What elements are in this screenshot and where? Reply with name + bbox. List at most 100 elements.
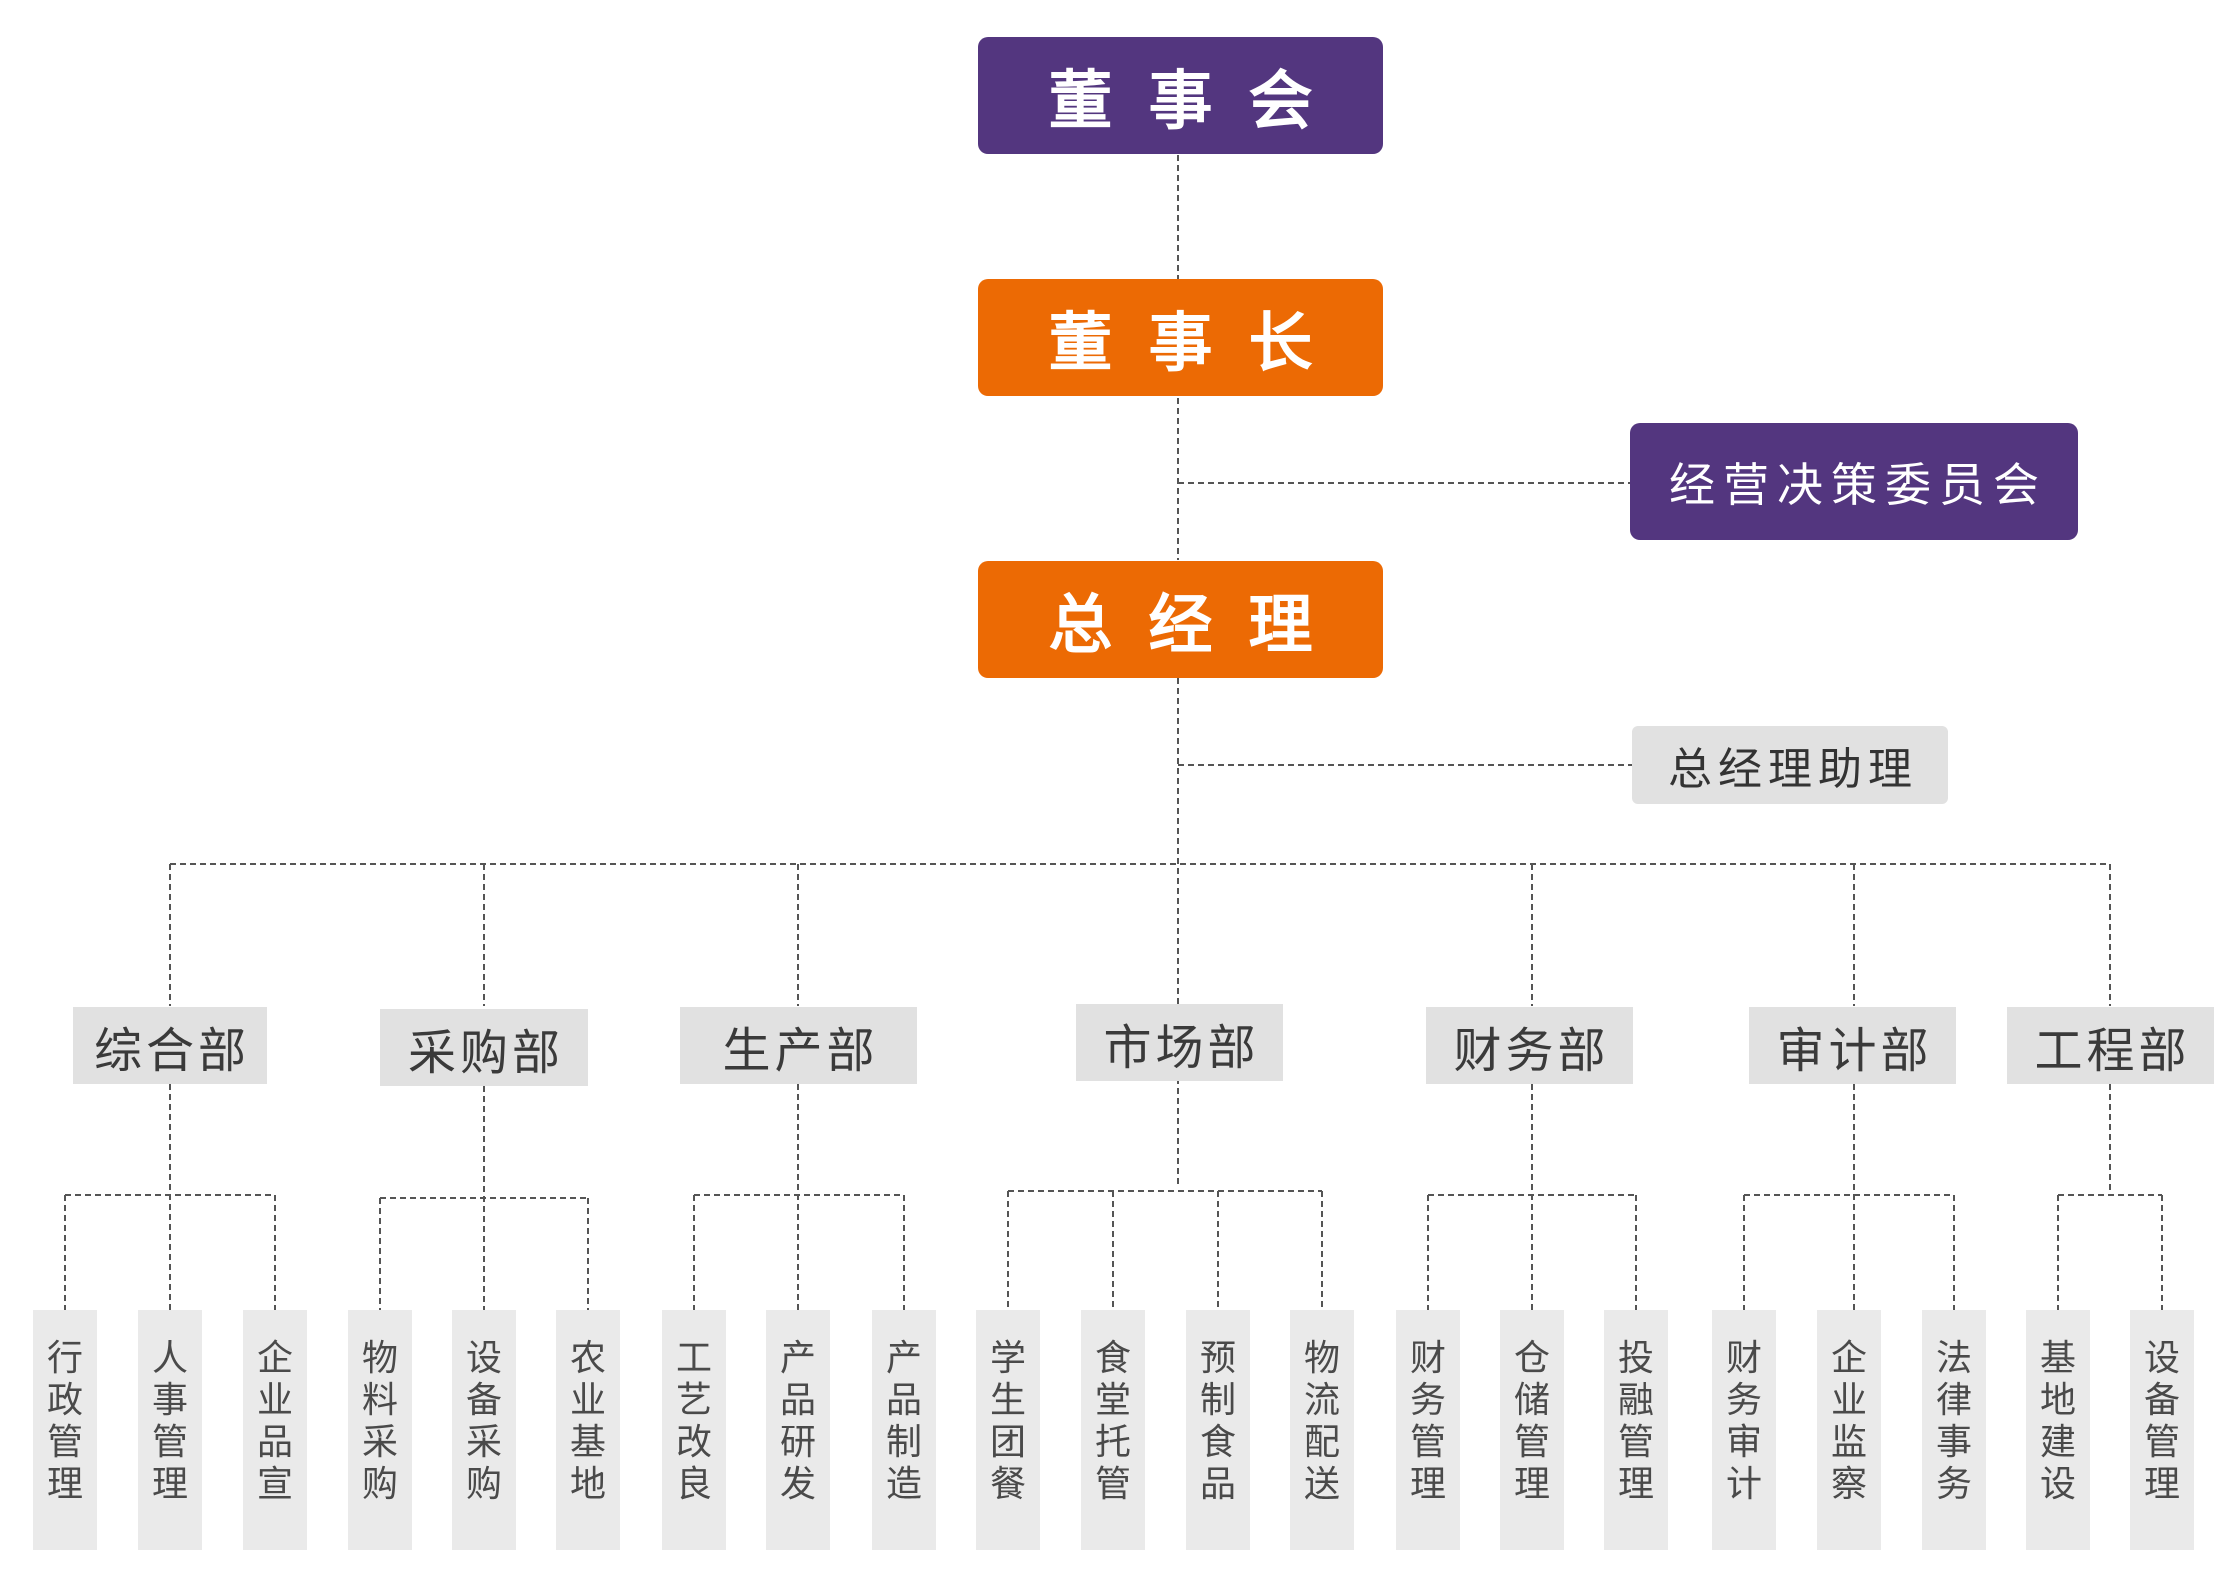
sub-unit: 企业监察	[1817, 1310, 1881, 1550]
sub-unit-char: 配	[1303, 1422, 1340, 1463]
sub-unit-char: 餐	[989, 1464, 1026, 1505]
sub-unit-char: 地	[2039, 1380, 2076, 1421]
sub-unit-char: 宣	[256, 1464, 293, 1505]
sub-unit-char: 改	[675, 1422, 712, 1463]
sub-unit-char: 品	[256, 1422, 293, 1463]
sub-unit: 预制食品	[1186, 1310, 1250, 1550]
sub-unit-char: 务	[1935, 1464, 1972, 1505]
sub-unit-char: 建	[2039, 1422, 2076, 1463]
sub-unit-char: 仓	[1513, 1338, 1550, 1379]
sub-unit-char: 送	[1303, 1464, 1340, 1505]
chairman-node: 董事长	[978, 279, 1383, 396]
sub-unit-char: 食	[1094, 1338, 1131, 1379]
sub-unit: 物流配送	[1290, 1310, 1354, 1550]
sub-unit-char: 管	[1513, 1422, 1550, 1463]
sub-unit: 人事管理	[138, 1310, 202, 1550]
sub-unit-char: 品	[885, 1380, 922, 1421]
sub-unit-char: 产	[779, 1338, 816, 1379]
sub-unit: 财务审计	[1712, 1310, 1776, 1550]
sub-unit-char: 造	[885, 1464, 922, 1505]
sub-unit-char: 政	[46, 1380, 83, 1421]
sub-unit-char: 法	[1935, 1338, 1972, 1379]
sub-unit: 食堂托管	[1081, 1310, 1145, 1550]
sub-unit-char: 融	[1617, 1380, 1654, 1421]
sub-unit-char: 计	[1725, 1464, 1762, 1505]
dept-caigou: 采购部	[380, 1009, 588, 1086]
sub-unit-char: 设	[465, 1338, 502, 1379]
sub-unit: 学生团餐	[976, 1310, 1040, 1550]
sub-unit-char: 购	[465, 1464, 502, 1505]
sub-unit: 设备管理	[2130, 1310, 2194, 1550]
sub-unit-char: 理	[1409, 1464, 1446, 1505]
sub-unit-char: 理	[46, 1464, 83, 1505]
sub-unit: 仓储管理	[1500, 1310, 1564, 1550]
sub-unit-char: 农	[569, 1338, 606, 1379]
sub-unit-char: 管	[151, 1422, 188, 1463]
dept-caiwu: 财务部	[1426, 1007, 1633, 1084]
sub-unit-char: 理	[1513, 1464, 1550, 1505]
sub-unit-char: 制	[1199, 1380, 1236, 1421]
sub-unit-char: 发	[779, 1464, 816, 1505]
sub-unit-char: 采	[465, 1422, 502, 1463]
sub-unit-char: 管	[1617, 1422, 1654, 1463]
sub-unit-char: 监	[1830, 1422, 1867, 1463]
sub-unit-char: 人	[151, 1338, 188, 1379]
sub-unit-char: 堂	[1094, 1380, 1131, 1421]
sub-unit-char: 良	[675, 1464, 712, 1505]
dept-shichang: 市场部	[1076, 1004, 1283, 1081]
sub-unit-char: 产	[885, 1338, 922, 1379]
sub-unit: 物料采购	[348, 1310, 412, 1550]
sub-unit-char: 企	[1830, 1338, 1867, 1379]
sub-unit-char: 理	[1617, 1464, 1654, 1505]
sub-unit: 财务管理	[1396, 1310, 1460, 1550]
sub-unit-char: 理	[151, 1464, 188, 1505]
sub-unit-char: 制	[885, 1422, 922, 1463]
sub-unit-char: 察	[1830, 1464, 1867, 1505]
gm-assistant-node: 总经理助理	[1632, 726, 1948, 804]
sub-unit-char: 管	[1094, 1464, 1131, 1505]
sub-unit-char: 地	[569, 1464, 606, 1505]
sub-unit-char: 业	[256, 1380, 293, 1421]
sub-unit-char: 事	[151, 1380, 188, 1421]
sub-unit: 工艺改良	[662, 1310, 726, 1550]
sub-unit-char: 理	[2143, 1464, 2180, 1505]
sub-unit-char: 流	[1303, 1380, 1340, 1421]
sub-unit: 法律事务	[1922, 1310, 1986, 1550]
sub-unit-char: 事	[1935, 1422, 1972, 1463]
sub-unit-char: 业	[569, 1380, 606, 1421]
committee-node: 经营决策委员会	[1630, 423, 2078, 540]
dept-gongcheng: 工程部	[2007, 1007, 2214, 1084]
sub-unit-char: 企	[256, 1338, 293, 1379]
sub-unit-char: 设	[2143, 1338, 2180, 1379]
dept-shenji: 审计部	[1749, 1007, 1956, 1084]
sub-unit-char: 预	[1199, 1338, 1236, 1379]
sub-unit-char: 品	[779, 1380, 816, 1421]
sub-unit-char: 食	[1199, 1422, 1236, 1463]
sub-unit-char: 财	[1409, 1338, 1446, 1379]
sub-unit-char: 投	[1617, 1338, 1654, 1379]
sub-unit-char: 托	[1094, 1422, 1131, 1463]
sub-unit-char: 工	[675, 1338, 712, 1379]
sub-unit-char: 律	[1935, 1380, 1972, 1421]
board-node: 董事会	[978, 37, 1383, 154]
dept-shengchan: 生产部	[680, 1007, 917, 1084]
sub-unit: 产品制造	[872, 1310, 936, 1550]
sub-unit-char: 生	[989, 1380, 1026, 1421]
sub-unit-char: 采	[361, 1422, 398, 1463]
sub-unit-char: 基	[2039, 1338, 2076, 1379]
sub-unit: 企业品宣	[243, 1310, 307, 1550]
sub-unit-char: 团	[989, 1422, 1026, 1463]
general-manager-node: 总经理	[978, 561, 1383, 678]
sub-unit-char: 备	[465, 1380, 502, 1421]
sub-unit-char: 研	[779, 1422, 816, 1463]
sub-unit-char: 财	[1725, 1338, 1762, 1379]
sub-unit: 农业基地	[556, 1310, 620, 1550]
sub-unit-char: 设	[2039, 1464, 2076, 1505]
sub-unit: 投融管理	[1604, 1310, 1668, 1550]
dept-zonghe: 综合部	[73, 1007, 267, 1084]
sub-unit-char: 务	[1725, 1380, 1762, 1421]
sub-unit-char: 审	[1725, 1422, 1762, 1463]
sub-unit-char: 管	[46, 1422, 83, 1463]
sub-unit-char: 行	[46, 1338, 83, 1379]
sub-unit-char: 物	[361, 1338, 398, 1379]
